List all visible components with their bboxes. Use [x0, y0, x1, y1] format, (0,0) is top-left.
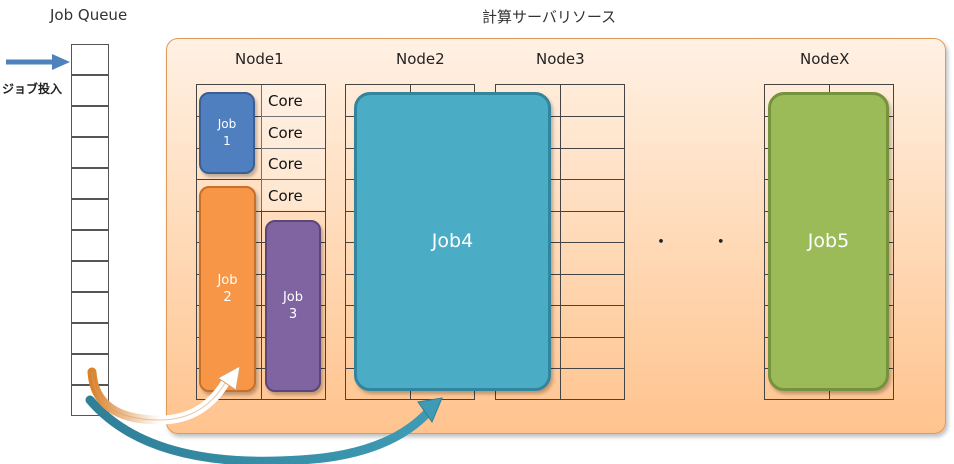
queue-slot [71, 261, 109, 292]
more-nodes-ellipsis: ・ ・ ・ [652, 232, 808, 253]
job-queue-title: Job Queue [50, 6, 128, 24]
core-label: Core [268, 124, 303, 142]
job-4-label: Job4 [431, 230, 474, 252]
job-4: Job4 [354, 92, 551, 391]
job-3-label: Job 3 [282, 290, 304, 322]
job-1-label: Job 1 [217, 117, 237, 148]
dispatch-arrowhead-job4-icon [417, 397, 443, 424]
core-label: Core [268, 155, 303, 173]
resource-title: 計算サーバリソース [482, 8, 617, 26]
node-title-1: Node1 [235, 50, 284, 68]
job-1: Job 1 [199, 92, 255, 174]
queue-slot [71, 75, 109, 106]
core-label: Core [268, 187, 303, 205]
queue-slot [71, 230, 109, 261]
job-3: Job 3 [265, 220, 321, 392]
dispatch-arrow-to-job4-icon [85, 395, 435, 464]
queue-slot [71, 292, 109, 323]
job-2-label: Job 2 [217, 273, 238, 305]
node-title-3: Node3 [536, 50, 585, 68]
node-title-2: Node2 [396, 50, 445, 68]
dispatch-arrow-to-job2-icon [87, 367, 233, 425]
core-cell [261, 85, 325, 210]
node-title-x: NodeX [800, 50, 850, 68]
queue-slot [71, 137, 109, 168]
job-2: Job 2 [199, 186, 256, 392]
queue-slot [71, 44, 109, 75]
queue-slot [71, 168, 109, 199]
submit-arrow-icon [6, 54, 70, 70]
core-label: Core [268, 92, 303, 110]
job-5: Job5 [768, 92, 889, 391]
queue-slot [71, 106, 109, 137]
node1-grid [196, 84, 326, 400]
dispatch-arrowhead-job2-icon [217, 365, 241, 391]
job-5-label: Job5 [807, 230, 850, 252]
queue-slot [71, 323, 109, 354]
job-submit-label: ジョブ投入 [2, 82, 63, 96]
queue-slot [71, 199, 109, 230]
